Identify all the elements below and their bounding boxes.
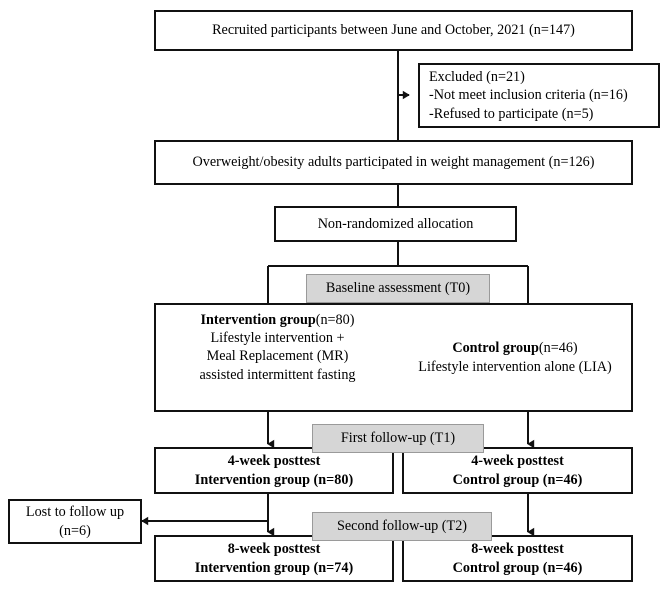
node-posttest8-intervention: 8-week posttest Intervention group (n=74… — [154, 535, 394, 582]
node-excluded-line-1: Excluded (n=21) — [429, 69, 525, 86]
node-enrolled-line-1: Overweight/obesity adults participated i… — [192, 154, 595, 171]
node-control-group-heading-count: (n=46) — [538, 340, 578, 357]
node-intervention-group-heading: Intervention group(n=80) — [201, 311, 355, 329]
node-excluded-line-2: -Not meet inclusion criteria (n=16) — [429, 87, 628, 104]
node-intervention-group-heading-bold: Intervention group — [200, 312, 316, 328]
node-posttest4-control: 4-week posttest Control group (n=46) — [402, 447, 633, 494]
node-control-group-heading: Control group(n=46) — [452, 339, 577, 357]
node-lost-to-followup: Lost to follow up (n=6) — [8, 499, 142, 544]
stage-first-followup: First follow-up (T1) — [312, 424, 484, 453]
node-intervention-group-line-4: assisted intermittent fasting — [199, 366, 356, 383]
node-recruited: Recruited participants between June and … — [154, 10, 633, 51]
node-posttest4-intervention: 4-week posttest Intervention group (n=80… — [154, 447, 394, 494]
node-enrolled: Overweight/obesity adults participated i… — [154, 140, 633, 185]
node-excluded: Excluded (n=21) -Not meet inclusion crit… — [418, 63, 660, 128]
stage-second-followup: Second follow-up (T2) — [312, 512, 492, 541]
node-posttest4-control-line-2: Control group (n=46) — [452, 471, 583, 488]
node-intervention-group-heading-count: (n=80) — [315, 312, 355, 328]
node-intervention-group-line-2: Lifestyle intervention + — [210, 330, 345, 347]
node-posttest8-control-line-1: 8-week posttest — [471, 541, 564, 558]
node-control-group: Control group(n=46) Lifestyle interventi… — [399, 303, 633, 412]
node-recruited-line-1: Recruited participants between June and … — [212, 22, 575, 39]
node-lost-to-followup-line-2: (n=6) — [59, 522, 91, 539]
stage-baseline-assessment: Baseline assessment (T0) — [306, 274, 490, 303]
node-excluded-line-3: -Refused to participate (n=5) — [429, 105, 594, 122]
node-posttest4-intervention-line-1: 4-week posttest — [227, 453, 321, 470]
node-intervention-group: Intervention group(n=80) Lifestyle inter… — [154, 303, 399, 412]
node-allocation-line-1: Non-randomized allocation — [317, 215, 474, 232]
node-lost-to-followup-line-1: Lost to follow up — [25, 504, 125, 521]
stage-second-followup-label: Second follow-up (T2) — [336, 518, 468, 535]
node-allocation: Non-randomized allocation — [274, 206, 517, 242]
stage-baseline-assessment-label: Baseline assessment (T0) — [325, 280, 471, 297]
node-control-group-line-2: Lifestyle intervention alone (LIA) — [418, 358, 612, 375]
node-intervention-group-line-3: Meal Replacement (MR) — [206, 348, 349, 365]
node-control-group-heading-bold: Control group — [452, 340, 539, 357]
node-posttest8-intervention-line-1: 8-week posttest — [227, 541, 321, 558]
node-posttest8-control-line-2: Control group (n=46) — [452, 559, 583, 576]
node-posttest8-intervention-line-2: Intervention group (n=74) — [194, 559, 354, 576]
stage-first-followup-label: First follow-up (T1) — [340, 430, 456, 447]
node-posttest4-control-line-1: 4-week posttest — [471, 453, 564, 470]
node-posttest8-control: 8-week posttest Control group (n=46) — [402, 535, 633, 582]
node-posttest4-intervention-line-2: Intervention group (n=80) — [194, 471, 354, 488]
